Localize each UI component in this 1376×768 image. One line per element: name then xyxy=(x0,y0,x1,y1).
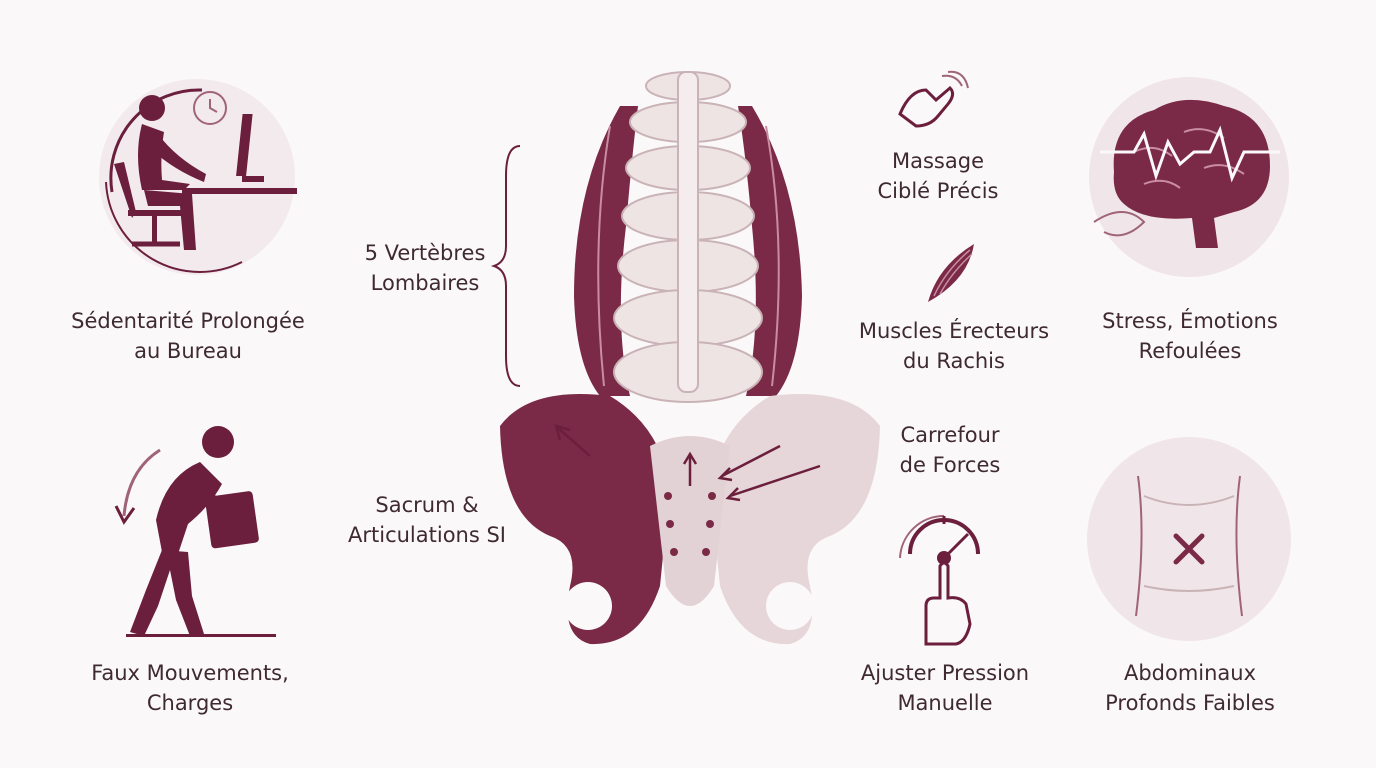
forces-label-line1: Carrefour xyxy=(900,423,1000,447)
stress-illustration xyxy=(1084,72,1294,282)
muscles-label-line1: Muscles Érecteurs xyxy=(858,319,1050,343)
lifting-illustration xyxy=(100,420,300,645)
abdominals-label: Abdominaux Profonds Faibles xyxy=(1060,658,1320,718)
lumbar-vertebrae xyxy=(613,71,763,403)
left-erector-muscle xyxy=(574,106,638,396)
brain-stress-icon xyxy=(1089,77,1289,277)
sacrum-label-line2: Articulations SI xyxy=(348,523,506,547)
vertebrae-label: 5 Vertèbres Lombaires xyxy=(350,238,500,298)
desk-illustration xyxy=(92,72,302,282)
sacrum-label: Sacrum & Articulations SI xyxy=(334,490,520,550)
stress-label-line1: Stress, Émotions xyxy=(1102,309,1278,333)
person-lifting-box-icon xyxy=(114,426,276,637)
movements-label-line2: Charges xyxy=(146,691,234,715)
vertebrae-label-line2: Lombaires xyxy=(370,271,480,295)
muscles-label: Muscles Érecteurs du Rachis xyxy=(844,316,1064,376)
pressure-icon-wrap xyxy=(896,514,992,648)
pelvis xyxy=(500,394,880,645)
lumbar-pelvis-illustration xyxy=(490,66,890,666)
hand-massage-icon xyxy=(898,70,969,128)
weak-abdomen-icon xyxy=(1087,437,1291,641)
abdominals-label-line2: Profonds Faibles xyxy=(1105,691,1275,715)
sedentary-label: Sédentarité Prolongée au Bureau xyxy=(58,306,318,366)
right-erector-muscle xyxy=(738,106,802,396)
person-at-desk-icon xyxy=(99,79,297,275)
forces-label-line2: de Forces xyxy=(899,453,1001,477)
sedentary-label-line1: Sédentarité Prolongée xyxy=(71,309,305,333)
force-arrows xyxy=(554,424,821,502)
massage-label-line2: Ciblé Précis xyxy=(877,179,999,203)
pressure-dial-hand-icon xyxy=(899,514,980,646)
sacrum-label-line1: Sacrum & xyxy=(375,493,479,517)
muscle-fiber-icon xyxy=(928,244,974,302)
movements-label-line1: Faux Mouvements, xyxy=(91,661,289,685)
muscle-icon-wrap xyxy=(918,236,988,310)
vertebrae-label-line1: 5 Vertèbres xyxy=(364,241,486,265)
muscles-label-line2: du Rachis xyxy=(903,349,1005,373)
movements-label: Faux Mouvements, Charges xyxy=(60,658,320,718)
sedentary-label-line2: au Bureau xyxy=(134,339,242,363)
abdominals-label-line1: Abdominaux xyxy=(1123,661,1257,685)
pressure-label-line2: Manuelle xyxy=(897,691,993,715)
stress-label: Stress, Émotions Refoulées xyxy=(1060,306,1320,366)
massage-icon-wrap xyxy=(890,70,970,140)
massage-label: Massage Ciblé Précis xyxy=(850,146,1026,206)
spine-pelvis-icon xyxy=(490,71,880,645)
pressure-label: Ajuster Pression Manuelle xyxy=(838,658,1052,718)
abdominals-illustration xyxy=(1086,436,1292,642)
forces-label: Carrefour de Forces xyxy=(880,420,1020,480)
massage-label-line1: Massage xyxy=(892,149,984,173)
stress-label-line2: Refoulées xyxy=(1138,339,1242,363)
pressure-label-line1: Ajuster Pression xyxy=(860,661,1030,685)
